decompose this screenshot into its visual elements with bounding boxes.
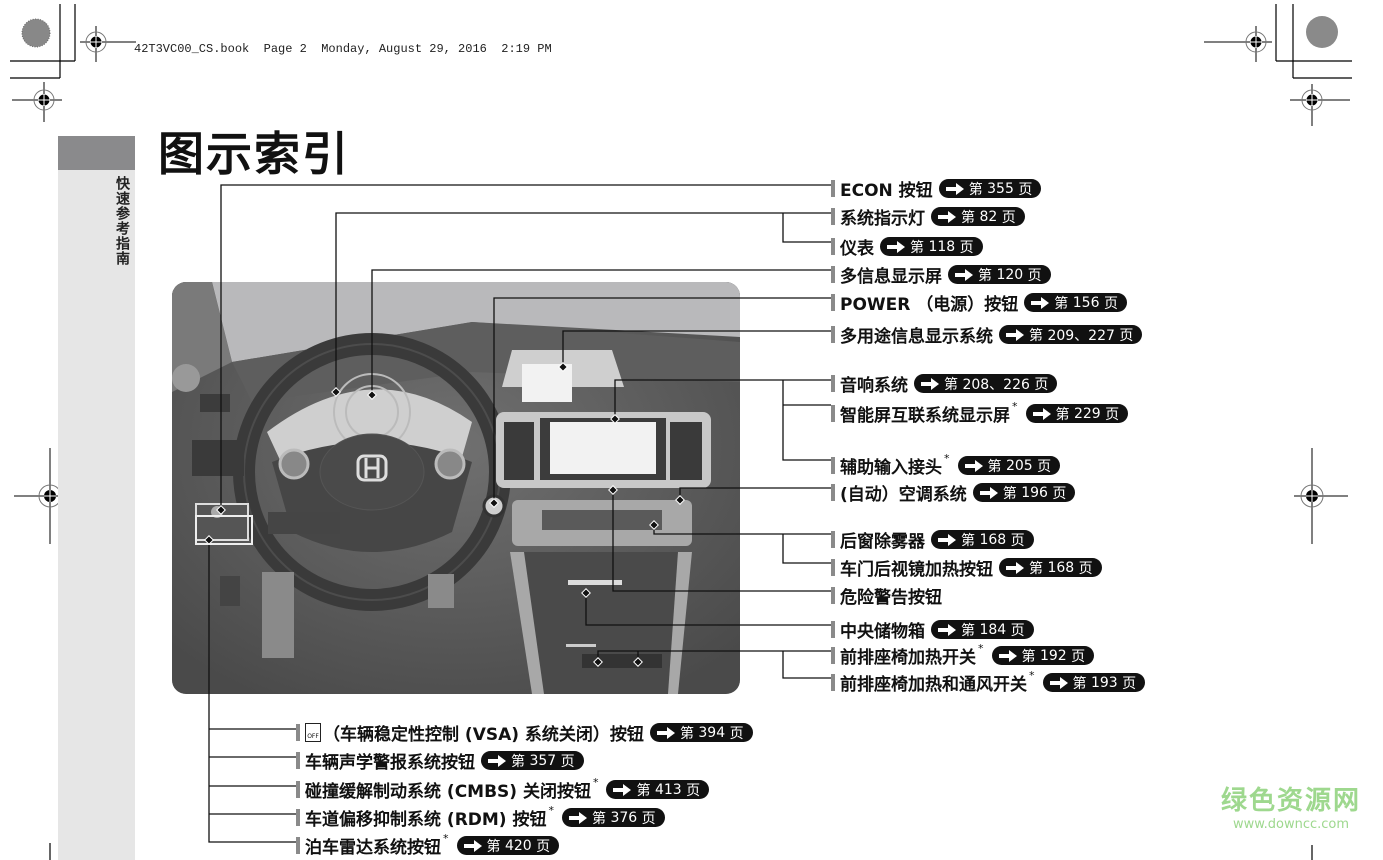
label-multi-use-info-display: 多用途信息显示系统 第 209、227 页: [831, 322, 1143, 347]
dashboard-drawing: [172, 282, 740, 694]
label-marker: [831, 559, 835, 576]
label-marker: [831, 405, 835, 422]
arrow-right-icon: [979, 486, 998, 499]
page-ref-link[interactable]: 第 118 页: [880, 237, 983, 256]
label-rdm-button: 车道偏移抑制系统 (RDM) 按钮 * 第 376 页: [296, 804, 665, 830]
label-econ-button: ECON 按钮 第 355 页: [831, 176, 1042, 201]
arrow-right-icon: [488, 754, 506, 767]
label-marker: [831, 266, 835, 283]
arrow-right-icon: [887, 240, 905, 253]
label-hazard-button: 危险警告按钮: [831, 583, 942, 608]
watermark-url: www.downcc.com: [1232, 817, 1350, 832]
label-center-storage: 中央储物箱 第 184 页: [831, 617, 1034, 642]
page-ref-link[interactable]: 第 184 页: [931, 620, 1034, 639]
page-title: 图示索引: [158, 127, 350, 181]
page-ref-link[interactable]: 第 394 页: [649, 723, 753, 742]
arrow-right-icon: [613, 783, 632, 796]
page-ref-link[interactable]: 第 209、227 页: [999, 325, 1143, 344]
page-ref-link[interactable]: 第 168 页: [931, 530, 1034, 549]
label-marker: [831, 621, 835, 638]
label-climate-control: (自动）空调系统 第 196 页: [831, 480, 1076, 505]
label-parking-sensor-button: 泊车雷达系统按钮 * 第 420 页: [296, 832, 560, 858]
watermark-name: 绿色资源网: [1220, 786, 1361, 816]
label-marker: [296, 752, 300, 769]
side-tab: [58, 170, 135, 860]
arrow-right-icon: [945, 182, 964, 195]
page-ref-link[interactable]: 第 229 页: [1025, 404, 1129, 423]
arrow-right-icon: [1032, 407, 1051, 420]
label-marker: [296, 809, 300, 826]
label-multi-info-display: 多信息显示屏 第 120 页: [831, 262, 1051, 287]
page-ref-link[interactable]: 第 376 页: [562, 808, 665, 827]
label-marker: [831, 674, 835, 691]
page-ref-link[interactable]: 第 168 页: [999, 558, 1102, 577]
arrow-right-icon: [964, 459, 983, 472]
watermark: 绿色资源网 www.downcc.com: [1221, 780, 1361, 832]
label-aux-input-jack: 辅助输入接头 * 第 205 页: [831, 452, 1061, 478]
registration-mark-top-left: [80, 26, 136, 62]
label-marker: [296, 724, 300, 741]
vsa-off-icon: OFF: [305, 723, 321, 742]
arrow-right-icon: [938, 210, 956, 223]
label-rear-defroster: 后窗除雾器 第 168 页: [831, 527, 1034, 552]
label-marker: [831, 208, 835, 225]
registration-mark-left-middle: [14, 448, 70, 544]
registration-mark-right-upper: [1290, 84, 1350, 126]
page-ref-link[interactable]: 第 355 页: [938, 179, 1042, 198]
label-marker: [831, 531, 835, 548]
label-marker: [831, 180, 835, 197]
page-ref-link[interactable]: 第 208、226 页: [914, 374, 1058, 393]
page-ref-link[interactable]: 第 357 页: [481, 751, 584, 770]
label-marker: [831, 238, 835, 255]
label-seat-heater-switch: 前排座椅加热开关 * 第 192 页: [831, 642, 1095, 668]
label-marker: [296, 781, 300, 798]
arrow-right-icon: [569, 811, 587, 824]
arrow-right-icon: [656, 726, 675, 739]
page-ref-link[interactable]: 第 413 页: [606, 780, 710, 799]
label-marker: [831, 587, 835, 604]
label-marker: [831, 326, 835, 343]
label-vsa-off-button: OFF （车辆稳定性控制 (VSA) 系统关闭）按钮 第 394 页: [296, 720, 753, 745]
arrow-right-icon: [938, 623, 956, 636]
label-smart-screen-display: 智能屏互联系统显示屏 * 第 229 页: [831, 400, 1129, 426]
label-gauges: 仪表 第 118 页: [831, 234, 983, 259]
label-marker: [831, 647, 835, 664]
label-marker: [296, 837, 300, 854]
page-ref-link[interactable]: 第 82 页: [931, 207, 1025, 226]
page-ref-link[interactable]: 第 120 页: [948, 265, 1051, 284]
page-ref-link[interactable]: 第 192 页: [991, 646, 1095, 665]
label-system-indicators: 系统指示灯 第 82 页: [831, 204, 1025, 229]
label-seat-heat-vent-switch: 前排座椅加热和通风开关 * 第 193 页: [831, 669, 1146, 695]
label-audio-system: 音响系统 第 208、226 页: [831, 371, 1058, 396]
registration-mark-left-upper: [12, 82, 62, 122]
label-marker: [831, 484, 835, 501]
arrow-right-icon: [955, 268, 973, 281]
label-marker: [831, 375, 835, 392]
arrow-right-icon: [938, 533, 956, 546]
arrow-right-icon: [1031, 296, 1050, 309]
label-acoustic-alert-button: 车辆声学警报系统按钮 第 357 页: [296, 748, 584, 773]
registration-mark-top-right: [1204, 26, 1272, 62]
arrow-right-icon: [1006, 561, 1024, 574]
page-ref-link[interactable]: 第 156 页: [1024, 293, 1127, 312]
label-marker: [831, 294, 835, 311]
arrow-right-icon: [463, 839, 482, 852]
arrow-right-icon: [1006, 328, 1024, 341]
page-ref-link[interactable]: 第 196 页: [972, 483, 1076, 502]
label-mirror-heater-button: 车门后视镜加热按钮 第 168 页: [831, 555, 1102, 580]
label-cmbs-off-button: 碰撞缓解制动系统 (CMBS) 关闭按钮 * 第 413 页: [296, 776, 710, 802]
print-info-header: 42T3VC00_CS.book Page 2 Monday, August 2…: [134, 42, 552, 56]
page-ref-link[interactable]: 第 193 页: [1042, 673, 1146, 692]
page-ref-link[interactable]: 第 420 页: [456, 836, 560, 855]
arrow-right-icon: [1049, 676, 1068, 689]
label-marker: [831, 457, 835, 474]
label-power-button: POWER （电源）按钮 第 156 页: [831, 290, 1127, 315]
registration-mark-right-middle: [1294, 448, 1348, 544]
arrow-right-icon: [998, 649, 1017, 662]
side-tab-marker: [58, 136, 135, 170]
side-tab-label: 快速参考指南: [114, 176, 130, 266]
arrow-right-icon: [921, 377, 939, 390]
page-ref-link[interactable]: 第 205 页: [957, 456, 1061, 475]
